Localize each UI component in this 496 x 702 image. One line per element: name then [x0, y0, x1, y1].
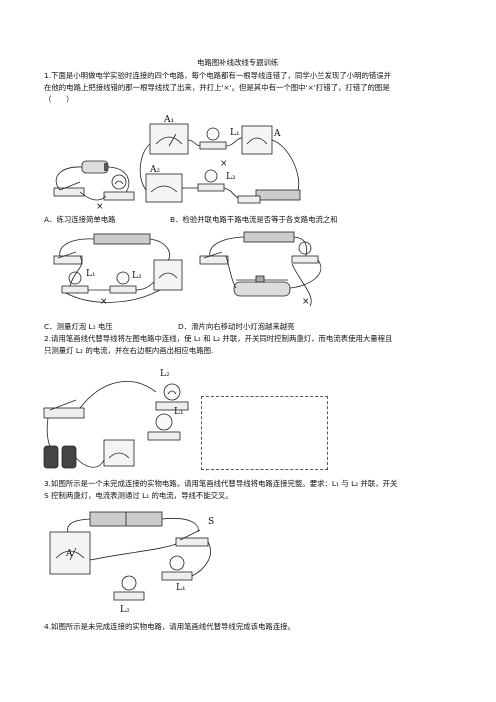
label-q3-l2: L₂ [120, 605, 130, 615]
ammeter-a2-icon [145, 173, 183, 203]
circuit-b: A₁ L₁ A A₂ L₂ × [139, 115, 301, 204]
label-a: A [273, 129, 281, 139]
battery-cell-icon [43, 445, 59, 469]
bulb-l2-icon [121, 575, 137, 591]
circuit-c: L₁ L₂ × [53, 233, 183, 307]
battery-cell-icon [61, 445, 77, 469]
circuit-figure-q3: A S L₁ L₂ [49, 511, 214, 615]
voltmeter-icon [153, 259, 183, 291]
battery-icon [93, 233, 151, 245]
battery-icon [255, 189, 301, 201]
bulb-base-icon [103, 191, 135, 201]
label-a2: A₂ [149, 165, 160, 175]
circuit-figure-q1: × A₁ L₁ A A₂ L₂ × L₁ L₂ [53, 115, 322, 307]
q1-option-b: B．检验并联电路干路电流是否等于各支路电流之和 [170, 215, 338, 224]
label-a1: A₁ [163, 115, 174, 125]
q3-text-line1: 3.如图所示是一个未完成连接的实物电路。请用笔画线代替导线将电路连接完整。要求：… [44, 479, 398, 488]
switch-icon [43, 407, 85, 419]
circuit-d: × [199, 231, 322, 307]
label-c-l2: L₂ [132, 271, 142, 281]
bulb-l1-icon [68, 271, 82, 285]
bulb-l2-icon [204, 169, 218, 183]
bulb-l1-icon [155, 413, 173, 431]
switch-icon [53, 255, 83, 265]
rheostat-icon [233, 281, 291, 297]
label-q3-a: A [65, 549, 73, 559]
label-q2-l1: L₁ [174, 407, 184, 417]
switch-icon [53, 187, 85, 197]
q2-text-line2: 只测量灯 L₂ 的电流，并在右边框内画出相应电路图. [44, 346, 214, 355]
svg-text:×: × [220, 159, 228, 169]
page-title: 电路图补线改线专题训练 [197, 58, 279, 67]
circuit-a: × [53, 160, 135, 212]
ammeter-icon [49, 531, 91, 575]
switch-icon [237, 195, 261, 204]
q2-text-line1: 2.请用笔画线代替导线将左图电路中连线，使 L₁ 和 L₂ 并联，开关同时控制两… [44, 334, 393, 343]
bulb-l2-icon [116, 271, 130, 285]
circuit-figure-q2: L₂ L₁ [43, 369, 189, 469]
bulb-l2-icon [163, 383, 181, 401]
q4-text-line1: 4.如图所示是未完成连接的实物电路，请用笔画线代替导线完成该电路连接。 [44, 622, 295, 631]
q1-text-line1: 1.下面是小明做电学实验时连接的四个电路，每个电路都有一根导线连错了，同学小兰发… [44, 71, 392, 80]
label-c-l1: L₁ [86, 269, 96, 279]
q1-text-line3: （ ） [44, 95, 74, 104]
bulb-icon [298, 241, 312, 255]
label-l2: L₂ [226, 172, 236, 182]
svg-text:×: × [302, 297, 310, 307]
svg-text:×: × [96, 202, 104, 212]
q3-text-line2: S 控制两盏灯，电流表测通过 L₁ 的电流，导线不能交叉。 [44, 491, 233, 500]
ammeter-a1-icon [149, 123, 189, 155]
q1-option-a: A．练习连接简单电路 [44, 215, 116, 224]
label-q3-s: S [208, 517, 214, 527]
label-q3-l1: L₁ [176, 583, 186, 593]
q1-option-d: D．滑片向右移动时小灯泡越来越亮 [178, 322, 295, 331]
bulb-l1-icon [169, 555, 185, 571]
battery-icon [243, 231, 295, 243]
svg-text:×: × [100, 297, 108, 307]
ammeter-a-icon [241, 125, 273, 155]
label-l1: L₁ [230, 128, 240, 138]
bulb-l1-icon [206, 127, 220, 141]
q1-option-c: C．测量灯泡 L₁ 电压 [44, 322, 113, 331]
label-q2-l2: L₂ [160, 369, 170, 379]
switch-icon [199, 255, 229, 265]
q1-text-line2: 在他的电路上把接线错的那一根导线找了出来，并打上'×'。但是其中有一个图中'×'… [44, 83, 390, 92]
bulb-icon [111, 174, 127, 190]
answer-box[interactable] [201, 396, 328, 470]
